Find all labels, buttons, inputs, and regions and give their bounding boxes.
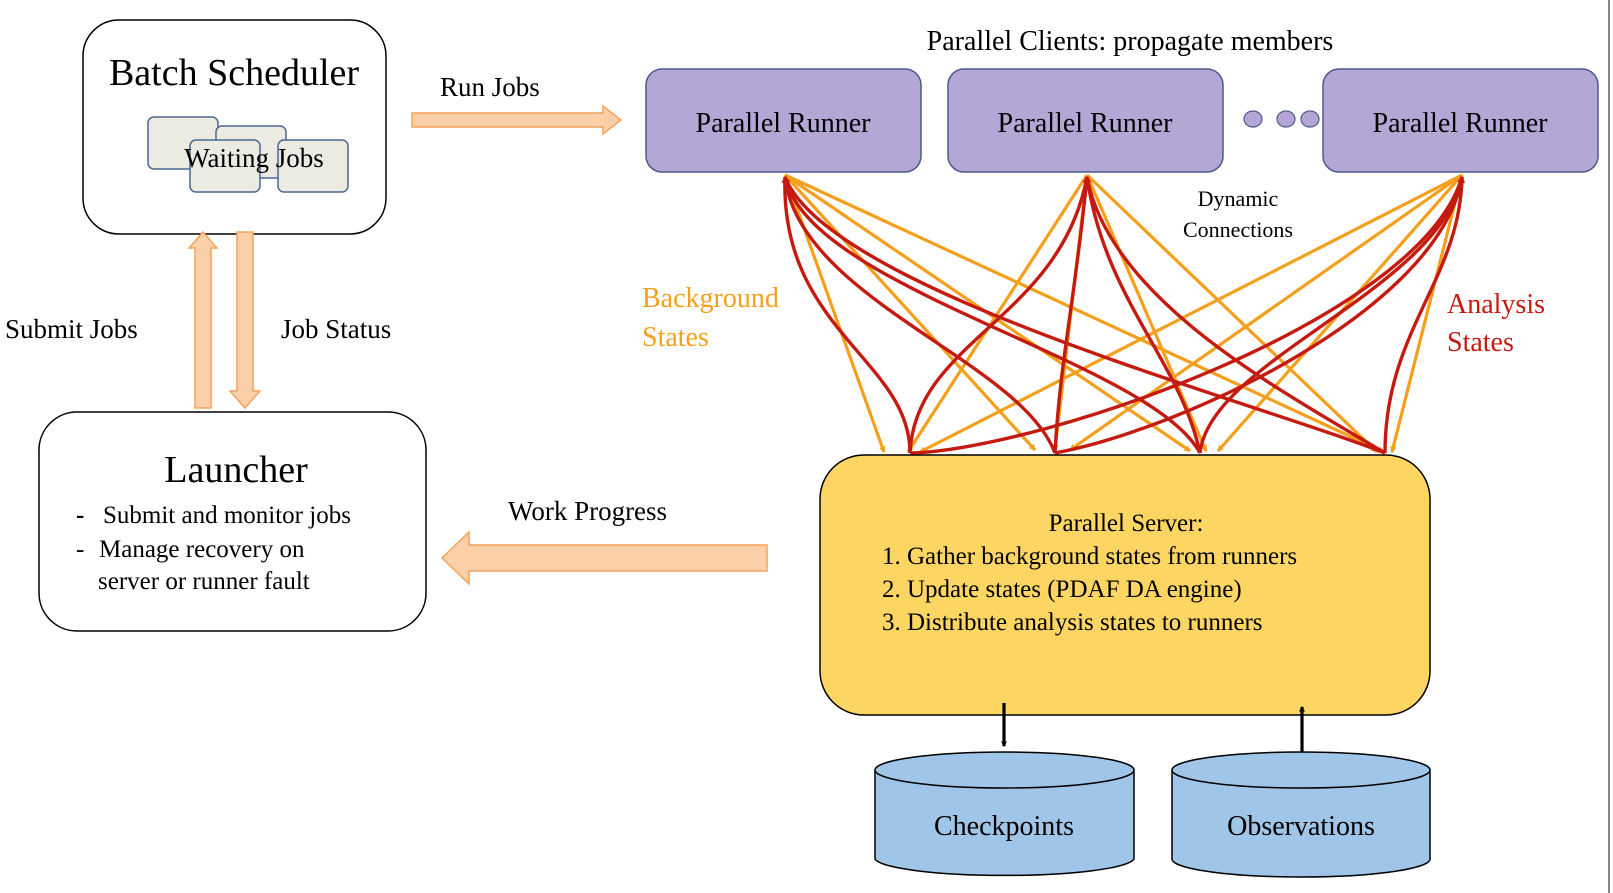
analysis-state-arrow: [1054, 175, 1465, 455]
job-status-label: Job Status: [281, 314, 391, 344]
job-status-arrow: [228, 231, 262, 410]
batch-scheduler-title: Batch Scheduler: [109, 52, 359, 94]
analysis-state-arrow: [1053, 175, 1090, 454]
launcher-bullet-marker: -: [76, 502, 84, 529]
analysis-state-arrow: [783, 176, 1386, 455]
work-progress-label: Work Progress: [508, 496, 667, 526]
parallel-server-box: Parallel Server: 1. Gather background st…: [819, 454, 1431, 716]
run-jobs-label: Run Jobs: [440, 72, 540, 102]
work-progress-arrow: [440, 530, 768, 586]
observations-database: Observations: [1171, 751, 1431, 878]
background-states-label: States: [642, 322, 709, 353]
analysis-state-arrow: [1198, 175, 1465, 454]
dynamic-connections-label: Dynamic: [1198, 186, 1279, 211]
background-states-label: Background: [642, 283, 779, 314]
launcher-bullet-text: Submit and monitor jobs: [103, 502, 351, 529]
waiting-jobs-label: Waiting Jobs: [184, 143, 324, 173]
server-step: 3. Distribute analysis states to runners: [882, 609, 1263, 636]
background-state-arrow: [783, 174, 886, 453]
analysis-state-arrow: [1084, 175, 1386, 455]
background-state-arrow: [784, 173, 1385, 454]
run-jobs-arrow: [411, 104, 623, 136]
background-state-arrow: [1069, 173, 1463, 452]
launcher-title: Launcher: [164, 449, 308, 491]
analysis-state-arrow: [909, 175, 1464, 455]
runner-label: Parallel Runner: [1373, 108, 1549, 139]
launcher-bullet-text: Manage recovery on: [99, 536, 305, 563]
parallel-runner-box: Parallel Runner: [1322, 68, 1599, 173]
background-state-arrow: [1390, 174, 1464, 454]
runner-label: Parallel Runner: [998, 108, 1174, 139]
checkpoints-label: Checkpoints: [934, 811, 1074, 842]
waiting-job-card: [277, 139, 349, 193]
server-step: 1. Gather background states from runners: [882, 543, 1297, 570]
background-state-arrow: [919, 173, 1463, 454]
parallel-clients-label: Parallel Clients: propagate members: [927, 26, 1334, 57]
analysis-state-arrow: [908, 175, 1090, 454]
analysis-states-label: Analysis: [1447, 289, 1545, 320]
submit-jobs-arrow: [187, 230, 219, 409]
launcher-bullet-marker: -: [76, 536, 84, 563]
analysis-states-label: States: [1447, 327, 1514, 358]
submit-jobs-label: Submit Jobs: [5, 314, 138, 344]
analysis-state-arrow: [782, 175, 1057, 454]
background-state-arrow: [1085, 173, 1379, 454]
waiting-jobs-stack: Waiting Jobs: [147, 116, 349, 193]
background-state-arrow: [783, 173, 1037, 452]
launcher-bullet-text: server or runner fault: [98, 568, 310, 595]
parallel-runner-box: Parallel Runner: [645, 68, 922, 173]
runner-label: Parallel Runner: [696, 108, 872, 139]
dynamic-connections-label: Connections: [1183, 217, 1293, 242]
analysis-state-arrow: [1084, 175, 1202, 454]
background-state-arrow: [1085, 174, 1208, 452]
checkpoints-database: Checkpoints: [874, 751, 1135, 877]
analysis-state-arrow: [782, 175, 1202, 454]
launcher-box: Launcher - Submit and monitor jobs - Man…: [38, 411, 427, 632]
server-step: 2. Update states (PDAF DA engine): [882, 576, 1242, 603]
background-state-arrow: [906, 174, 1089, 453]
server-title: Parallel Server:: [1049, 510, 1204, 537]
waiting-job-card: [189, 139, 261, 193]
parallel-runner-box: Parallel Runner: [947, 68, 1224, 173]
more-runners-ellipsis: [1243, 110, 1320, 128]
analysis-state-connections: [781, 175, 1466, 455]
batch-scheduler-box: Batch Scheduler Waiting Jobs: [82, 19, 387, 235]
observations-label: Observations: [1227, 811, 1375, 842]
analysis-state-arrow: [781, 175, 912, 454]
analysis-state-arrow: [1383, 175, 1466, 454]
